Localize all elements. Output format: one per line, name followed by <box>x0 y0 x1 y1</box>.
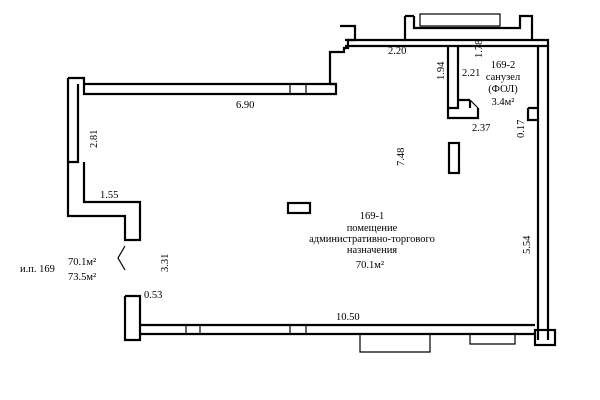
dim-2-81: 2.81 <box>89 130 100 148</box>
dim-0-17: 0.17 <box>516 120 527 138</box>
wall-top-notch <box>403 14 534 40</box>
room-wc-line1: санузел <box>486 72 520 83</box>
balcony-top <box>419 13 501 27</box>
balcony-bottom-2 <box>469 334 516 345</box>
dim-1-55: 1.55 <box>100 190 118 201</box>
room-main-number: 169-1 <box>360 211 385 222</box>
column-bottom-right <box>533 328 557 347</box>
room-wc-area: 3.4м² <box>492 97 515 108</box>
room-main-line3: назначения <box>347 245 397 256</box>
dim-10-50: 10.50 <box>336 312 360 323</box>
room-wc-label: 169-2 санузел (ФОЛ) 3.4м² <box>486 60 520 108</box>
outer-walls <box>66 13 557 353</box>
dim-3-31: 3.31 <box>160 254 171 272</box>
summary-area-1: 70.1м² <box>68 257 96 268</box>
wall-right <box>536 46 550 340</box>
summary-label: и.п. 169 70.1м² 73.5м² <box>20 257 96 283</box>
dim-1-94: 1.94 <box>436 61 447 80</box>
room-main-line1: помещение <box>347 223 398 234</box>
dim-2-20: 2.20 <box>388 46 406 57</box>
wall-wc-left <box>446 46 480 120</box>
column-inner-1 <box>447 141 461 175</box>
dim-5-54: 5.54 <box>522 235 533 254</box>
dim-1-78: 1.78 <box>474 40 485 58</box>
wc-door <box>469 99 479 109</box>
wall-bottom-left-pier <box>123 294 142 342</box>
room-wc-line2: (ФОЛ) <box>488 84 518 95</box>
dim-7-48: 7.48 <box>396 148 407 166</box>
column-inner-2 <box>286 201 312 215</box>
summary-ip: и.п. 169 <box>20 264 55 275</box>
room-main-line2: административно-торгового <box>309 234 435 245</box>
door-swing-left <box>117 245 126 271</box>
room-main-label: 169-1 помещение административно-торговог… <box>309 211 435 271</box>
summary-area-2: 73.5м² <box>68 272 96 283</box>
window-mark-top <box>289 83 307 95</box>
dim-6-90: 6.90 <box>236 100 254 111</box>
dimensions: 2.20 1.78 1.94 2.21 6.90 2.81 7.48 2.37 … <box>89 40 533 323</box>
balcony-bottom-1 <box>359 334 431 353</box>
wall-left-recess <box>66 162 142 242</box>
wall-top-right <box>345 38 550 48</box>
dim-2-37: 2.37 <box>472 123 490 134</box>
window-mark-bottom-left <box>185 324 201 335</box>
dim-0-53: 0.53 <box>144 290 162 301</box>
window-mark-bottom <box>289 324 307 335</box>
wall-wc-right-stub <box>526 106 538 122</box>
dim-2-21: 2.21 <box>462 68 480 79</box>
wall-bottom <box>140 323 535 336</box>
room-wc-number: 169-2 <box>491 60 516 71</box>
wall-left-upper <box>66 76 86 164</box>
room-main-area: 70.1м² <box>356 260 384 271</box>
